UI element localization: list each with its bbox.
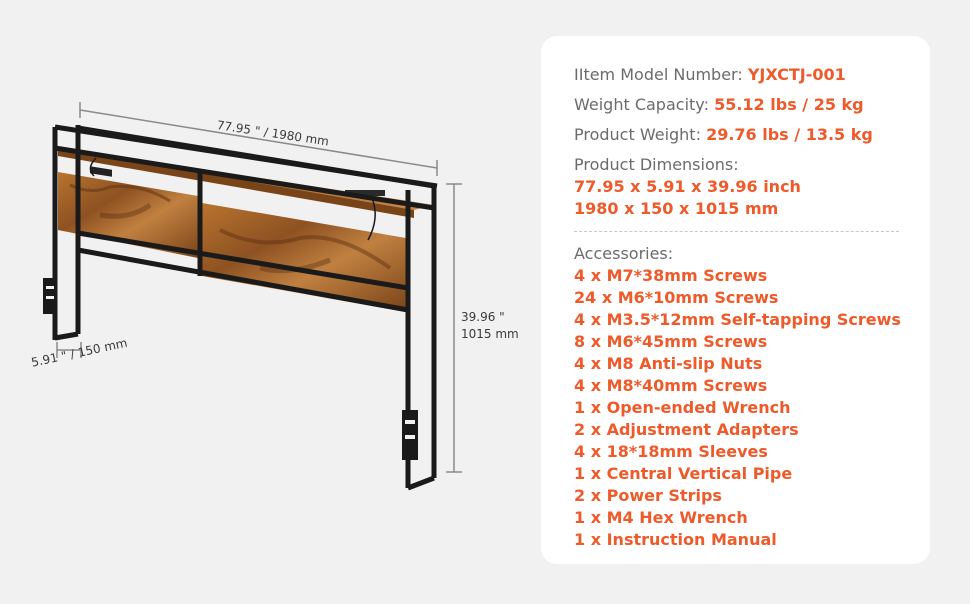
model-number-row: IItem Model Number: YJXCTJ-001 bbox=[574, 64, 930, 86]
height-dimension-line bbox=[446, 183, 462, 473]
width-dimension-line bbox=[79, 102, 438, 176]
model-number-label: IItem Model Number: bbox=[574, 65, 743, 84]
accessory-item: 1 x Central Vertical Pipe bbox=[574, 464, 793, 483]
product-dimensions-metric: 1980 x 150 x 1015 mm bbox=[574, 199, 779, 218]
accessory-item: 1 x Instruction Manual bbox=[574, 530, 777, 549]
accessory-item: 4 x M8 Anti-slip Nuts bbox=[574, 354, 763, 373]
accessory-item: 2 x Power Strips bbox=[574, 486, 722, 505]
model-number-value: YJXCTJ-001 bbox=[747, 65, 846, 84]
headboard-illustration bbox=[43, 102, 462, 491]
accessory-item: 1 x Open-ended Wrench bbox=[574, 398, 791, 417]
product-dimensions-label: Product Dimensions: bbox=[574, 155, 739, 174]
product-figure: 77.95 " / 1980 mm 5.91 " / 150 mm 39.96 … bbox=[30, 102, 519, 491]
accessory-item: 8 x M6*45mm Screws bbox=[574, 332, 768, 351]
product-weight-label: Product Weight: bbox=[574, 125, 701, 144]
accessory-item: 4 x M8*40mm Screws bbox=[574, 376, 768, 395]
product-weight-value: 29.76 lbs / 13.5 kg bbox=[706, 125, 873, 144]
accessory-item: 4 x M7*38mm Screws bbox=[574, 266, 768, 285]
weight-capacity-label: Weight Capacity: bbox=[574, 95, 709, 114]
weight-capacity-row: Weight Capacity: 55.12 lbs / 25 kg bbox=[574, 94, 930, 116]
depth-dimension-line bbox=[56, 342, 82, 358]
accessory-item: 1 x M4 Hex Wrench bbox=[574, 508, 748, 527]
accessory-item: 4 x 18*18mm Sleeves bbox=[574, 442, 768, 461]
accessories-title: Accessories: bbox=[574, 244, 674, 263]
metal-frame bbox=[52, 124, 438, 491]
height-dimension-label-line2: 1015 mm bbox=[461, 327, 519, 341]
product-dimensions-imperial: 77.95 x 5.91 x 39.96 inch bbox=[574, 177, 801, 196]
power-cables bbox=[89, 157, 376, 241]
accessory-item: 4 x M3.5*12mm Self-tapping Screws bbox=[574, 310, 901, 329]
accessory-item: 2 x Adjustment Adapters bbox=[574, 420, 799, 439]
height-dimension-label-line1: 39.96 " bbox=[461, 310, 505, 324]
accessories-list: 4 x M7*38mm Screws 24 x M6*10mm Screws 4… bbox=[574, 265, 930, 551]
specs-card: IItem Model Number: YJXCTJ-001 Weight Ca… bbox=[541, 36, 930, 564]
accessory-item: 24 x M6*10mm Screws bbox=[574, 288, 779, 307]
section-divider bbox=[574, 231, 899, 232]
product-weight-row: Product Weight: 29.76 lbs / 13.5 kg bbox=[574, 124, 930, 146]
weight-capacity-value: 55.12 lbs / 25 kg bbox=[714, 95, 864, 114]
mounting-brackets bbox=[43, 278, 418, 460]
